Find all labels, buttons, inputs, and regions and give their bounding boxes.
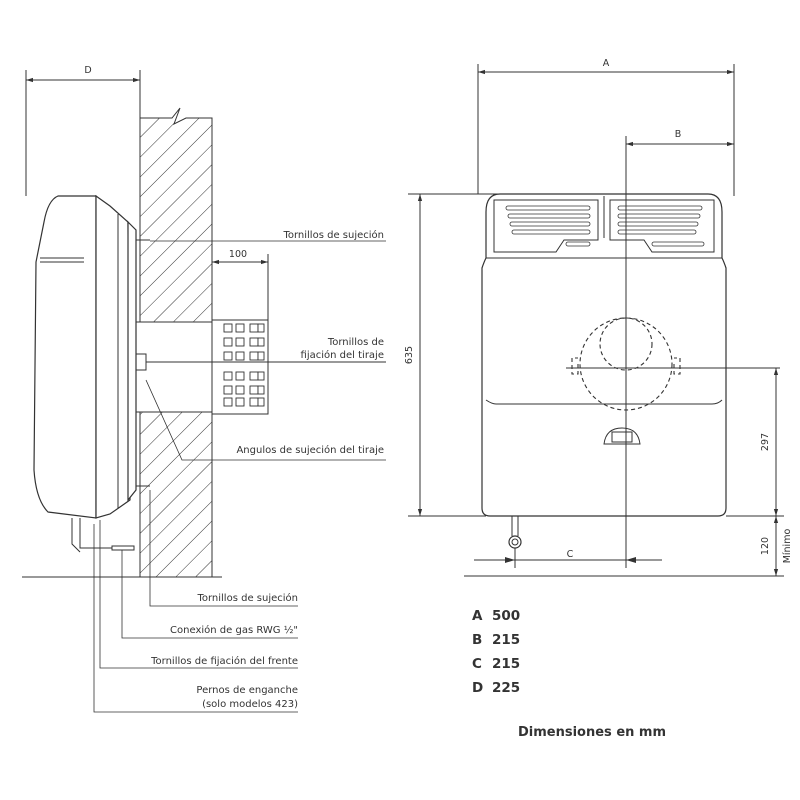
dimension-B: B — [626, 129, 735, 196]
dimension-100: 100 — [211, 249, 269, 320]
front-grille-right — [609, 199, 715, 253]
label-tornillos-sujecion-bottom: Tornillos de sujeción — [196, 592, 298, 604]
label-tornillos-sujecion-top: Tornillos de sujeción — [282, 229, 384, 241]
legend-value: 500 — [492, 608, 520, 624]
dim-D-label: D — [84, 65, 91, 76]
legend-value: 215 — [492, 656, 520, 672]
dimension-635: 635 — [404, 193, 498, 517]
label-tornillos-tiraje-line1: Tornillos de — [327, 337, 384, 348]
label-pernos-line2: (solo modelos 423) — [202, 699, 298, 710]
dim-100-label: 100 — [229, 249, 247, 260]
wall-section — [139, 107, 213, 578]
flue-terminal-grille — [211, 319, 269, 415]
dimension-D: D — [25, 65, 141, 196]
caption-dimensiones: Dimensiones en mm — [518, 725, 666, 740]
legend-key: A — [472, 608, 483, 624]
legend-row-D: D 225 — [472, 680, 520, 696]
legend-key: D — [472, 680, 483, 696]
dim-297-label: 297 — [760, 433, 771, 451]
gas-inlet-fitting — [508, 516, 522, 549]
legend-row-A: A 500 — [472, 608, 520, 624]
legend-row-C: C 215 — [472, 656, 520, 672]
front-view: A B 635 297 120 Mínimo — [404, 58, 793, 577]
dimension-A: A — [477, 58, 735, 194]
legend-value: 225 — [492, 680, 520, 696]
dimension-C: C — [474, 548, 662, 568]
label-angulos-sujecion: Angulos de sujeción del tiraje — [236, 444, 384, 456]
legend-key: B — [472, 632, 482, 648]
legend-row-B: B 215 — [472, 632, 520, 648]
dimension-297: 297 — [726, 368, 784, 517]
front-grille-left — [493, 199, 599, 253]
dim-A-label: A — [603, 58, 610, 69]
dimension-120: 120 Mínimo — [464, 516, 793, 577]
dim-635-label: 635 — [404, 346, 415, 364]
label-tornillos-tiraje-line2: fijación del tiraje — [301, 349, 384, 361]
control-knob-recess — [603, 427, 641, 445]
heater-front-body — [481, 193, 727, 549]
dim-C-label: C — [567, 549, 574, 560]
label-conexion-gas: Conexión de gas RWG ½" — [170, 624, 298, 636]
dim-minimo-label: Mínimo — [782, 529, 793, 564]
flue-fixing-screw — [135, 353, 147, 371]
legend-value: 215 — [492, 632, 520, 648]
dim-120-label: 120 — [760, 537, 771, 555]
label-tornillos-frente: Tornillos de fijación del frente — [150, 655, 298, 667]
legend-key: C — [472, 656, 482, 672]
dimension-legend: A 500 B 215 C 215 D 225 — [472, 608, 520, 696]
heater-side-profile — [33, 194, 150, 553]
side-view: D 100 Tornillos de sujeción Tornillos de… — [22, 65, 386, 713]
label-pernos-line1: Pernos de enganche — [196, 685, 298, 696]
flue-duct — [127, 319, 386, 415]
dim-B-label: B — [675, 129, 682, 140]
